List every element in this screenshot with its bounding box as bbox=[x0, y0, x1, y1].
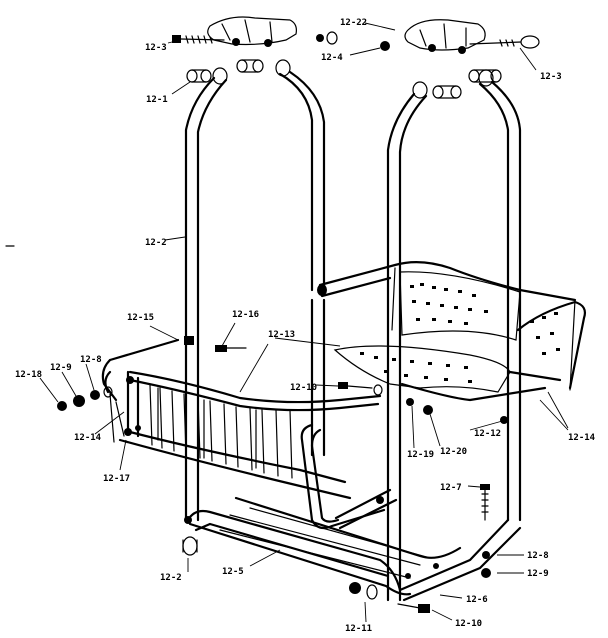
bolt-12-3-right bbox=[469, 35, 540, 49]
label-12-14-right: 12-14 bbox=[568, 433, 596, 443]
label-12-22: 12-22 bbox=[340, 18, 367, 28]
label-12-2-foot: 12-2 bbox=[160, 573, 182, 583]
back-seat-perforations bbox=[360, 283, 560, 383]
tube-cap-b2 bbox=[468, 69, 502, 83]
right-frame-tube bbox=[386, 69, 522, 602]
label-12-14-left: 12-14 bbox=[74, 433, 102, 443]
label-12-2-frame: 12-2 bbox=[145, 238, 167, 248]
leader-lines bbox=[39, 22, 569, 623]
label-12-3-right: 12-3 bbox=[540, 72, 562, 82]
tube-cap-12-1-a bbox=[186, 69, 212, 83]
part-labels: 12-22 12-3 12-4 12-3 12-1 12-2 12-15 12-… bbox=[15, 18, 596, 634]
label-12-1: 12-1 bbox=[146, 95, 168, 105]
label-12-10-mid: 12-10 bbox=[290, 383, 317, 393]
label-12-17: 12-17 bbox=[103, 474, 130, 484]
label-12-20: 12-20 bbox=[440, 447, 467, 457]
washer-12-22 bbox=[316, 31, 338, 45]
label-12-16: 12-16 bbox=[232, 310, 259, 320]
label-12-12: 12-12 bbox=[474, 429, 501, 439]
label-12-9-left: 12-9 bbox=[50, 363, 72, 373]
bolt-12-3-left bbox=[172, 35, 225, 44]
label-12-11: 12-11 bbox=[345, 624, 372, 634]
bottom-platform bbox=[186, 488, 522, 602]
label-12-4: 12-4 bbox=[321, 53, 343, 63]
label-12-6: 12-6 bbox=[466, 595, 488, 605]
label-12-7: 12-7 bbox=[440, 483, 462, 493]
front-seat-slats bbox=[149, 384, 293, 479]
nut-12-4 bbox=[380, 41, 390, 51]
label-12-18: 12-18 bbox=[15, 370, 42, 380]
top-bracket-left bbox=[207, 16, 297, 47]
back-seat bbox=[318, 261, 587, 402]
tube-cap-a2 bbox=[236, 59, 264, 73]
label-12-5: 12-5 bbox=[222, 567, 244, 577]
top-bracket-right bbox=[404, 19, 486, 54]
front-seat bbox=[101, 338, 386, 530]
label-12-10-bottom: 12-10 bbox=[455, 619, 482, 629]
label-12-9-right: 12-9 bbox=[527, 569, 549, 579]
label-12-15: 12-15 bbox=[127, 313, 154, 323]
tube-cap-b1 bbox=[432, 85, 462, 99]
label-12-19: 12-19 bbox=[407, 450, 434, 460]
label-12-8-left: 12-8 bbox=[80, 355, 102, 365]
label-12-8-right: 12-8 bbox=[527, 551, 549, 561]
hardware-bits bbox=[5, 245, 508, 613]
left-frame-tube bbox=[184, 59, 326, 522]
label-12-13: 12-13 bbox=[268, 330, 295, 340]
label-12-3-left: 12-3 bbox=[145, 43, 167, 53]
